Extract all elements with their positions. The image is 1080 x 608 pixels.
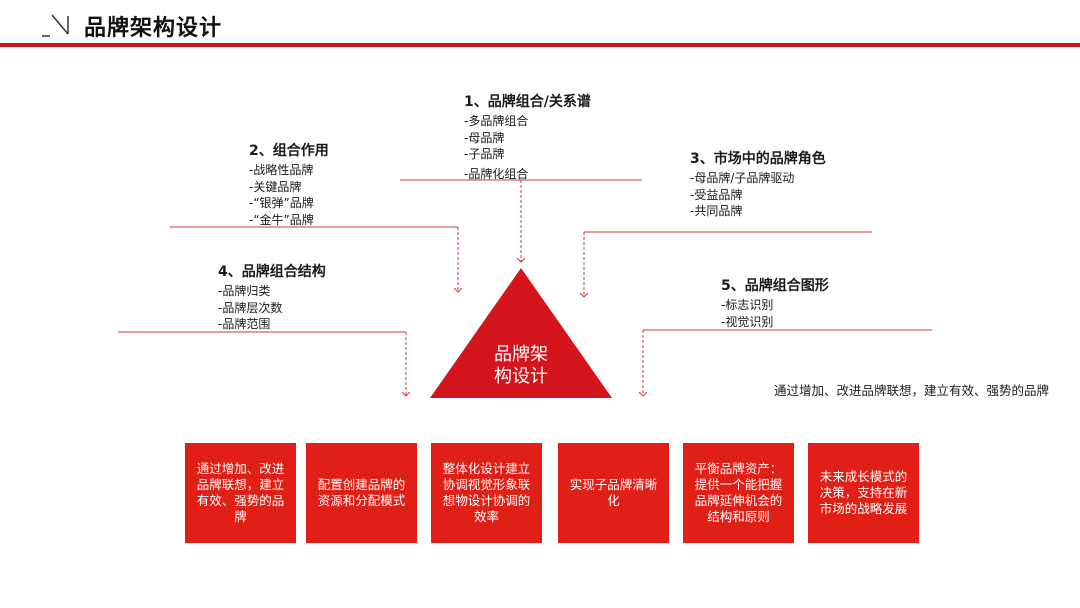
goal-box: 整体化设计建立协调视觉形象联想物设计协调的效率 xyxy=(431,443,542,543)
section-heading: 3、市场中的品牌角色 xyxy=(690,151,826,167)
section-heading: 4、品牌组合结构 xyxy=(218,264,326,280)
section-market-roles: 3、市场中的品牌角色 -母品牌/子品牌驱动 -受益品牌 -共同品牌 xyxy=(690,148,826,220)
section-item: -共同品牌 xyxy=(690,204,743,218)
side-note: 通过增加、改进品牌联想，建立有效、强势的品牌 xyxy=(774,383,1050,398)
section-item: -品牌层次数 xyxy=(218,300,283,315)
section-item: -品牌范围 xyxy=(218,317,271,331)
header-rule xyxy=(0,43,1080,47)
section-portfolio-graphics: 5、品牌组合图形 -标志识别 -视觉识别 xyxy=(721,275,829,330)
center-label: 品牌架 构设计 xyxy=(471,344,571,388)
section-item: -关键品牌 xyxy=(249,179,302,194)
section-item: -子品牌 xyxy=(464,147,505,161)
section-item: -母品牌 xyxy=(464,130,505,145)
goal-box: 平衡品牌资产：提供一个能把握品牌延伸机会的结构和原则 xyxy=(683,443,794,543)
page-title: 品牌架构设计 xyxy=(84,16,223,41)
section-item: -品牌归类 xyxy=(218,284,271,298)
section-item: -“银弹”品牌 xyxy=(249,196,314,210)
center-label-line2: 构设计 xyxy=(494,366,548,387)
section-item: -母品牌/子品牌驱动 xyxy=(690,171,795,185)
section-portfolio-spectrum: 1、品牌组合/关系谱 -多品牌组合 -母品牌 -子品牌 -品牌化组合 xyxy=(464,91,591,182)
goal-box: 配置创建品牌的资源和分配模式 xyxy=(306,443,417,543)
section-item: -受益品牌 xyxy=(690,187,743,202)
goal-box: 实现子品牌清晰化 xyxy=(558,443,669,543)
center-triangle xyxy=(430,268,612,398)
section-item: -品牌化组合 xyxy=(464,166,529,181)
center-label-line1: 品牌架 xyxy=(494,344,548,365)
section-heading: 2、组合作用 xyxy=(249,143,329,159)
section-item: -视觉识别 xyxy=(721,314,774,329)
section-heading: 5、品牌组合图形 xyxy=(721,278,829,294)
goal-box: 通过增加、改进品牌联想，建立有效、强势的品牌 xyxy=(185,443,296,543)
section-portfolio-role: 2、组合作用 -战略性品牌 -关键品牌 -“银弹”品牌 -“金牛”品牌 xyxy=(249,140,329,228)
title-corner-icon xyxy=(42,14,69,37)
section-item: -“金牛”品牌 xyxy=(249,212,314,227)
section-portfolio-structure: 4、品牌组合结构 -品牌归类 -品牌层次数 -品牌范围 xyxy=(218,261,326,333)
section-item: -标志识别 xyxy=(721,298,774,312)
section-item: -战略性品牌 xyxy=(249,163,314,177)
goal-box: 未来成长模式的决策，支持在新市场的战略发展 xyxy=(808,443,919,543)
section-item: -多品牌组合 xyxy=(464,114,529,128)
section-heading: 1、品牌组合/关系谱 xyxy=(464,94,591,110)
